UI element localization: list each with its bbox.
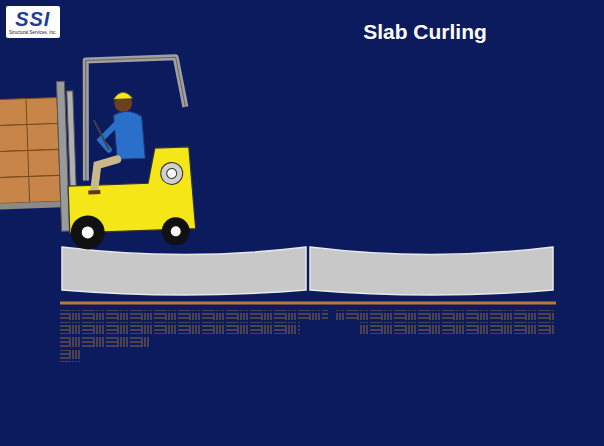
title-holder: Slab Curling: [300, 20, 550, 44]
logo-letters: SSI: [9, 8, 57, 30]
forklift: [0, 57, 196, 253]
curled-slab: [310, 247, 553, 295]
company-name: Structural Services, Inc.: [9, 30, 57, 36]
subgrade-line: [60, 302, 556, 305]
soil-hatching: [60, 310, 555, 362]
company-logo: SSIStructural Services, Inc.: [6, 6, 60, 38]
curled-slab: [62, 247, 306, 295]
slide-title: Slab Curling: [300, 20, 550, 44]
